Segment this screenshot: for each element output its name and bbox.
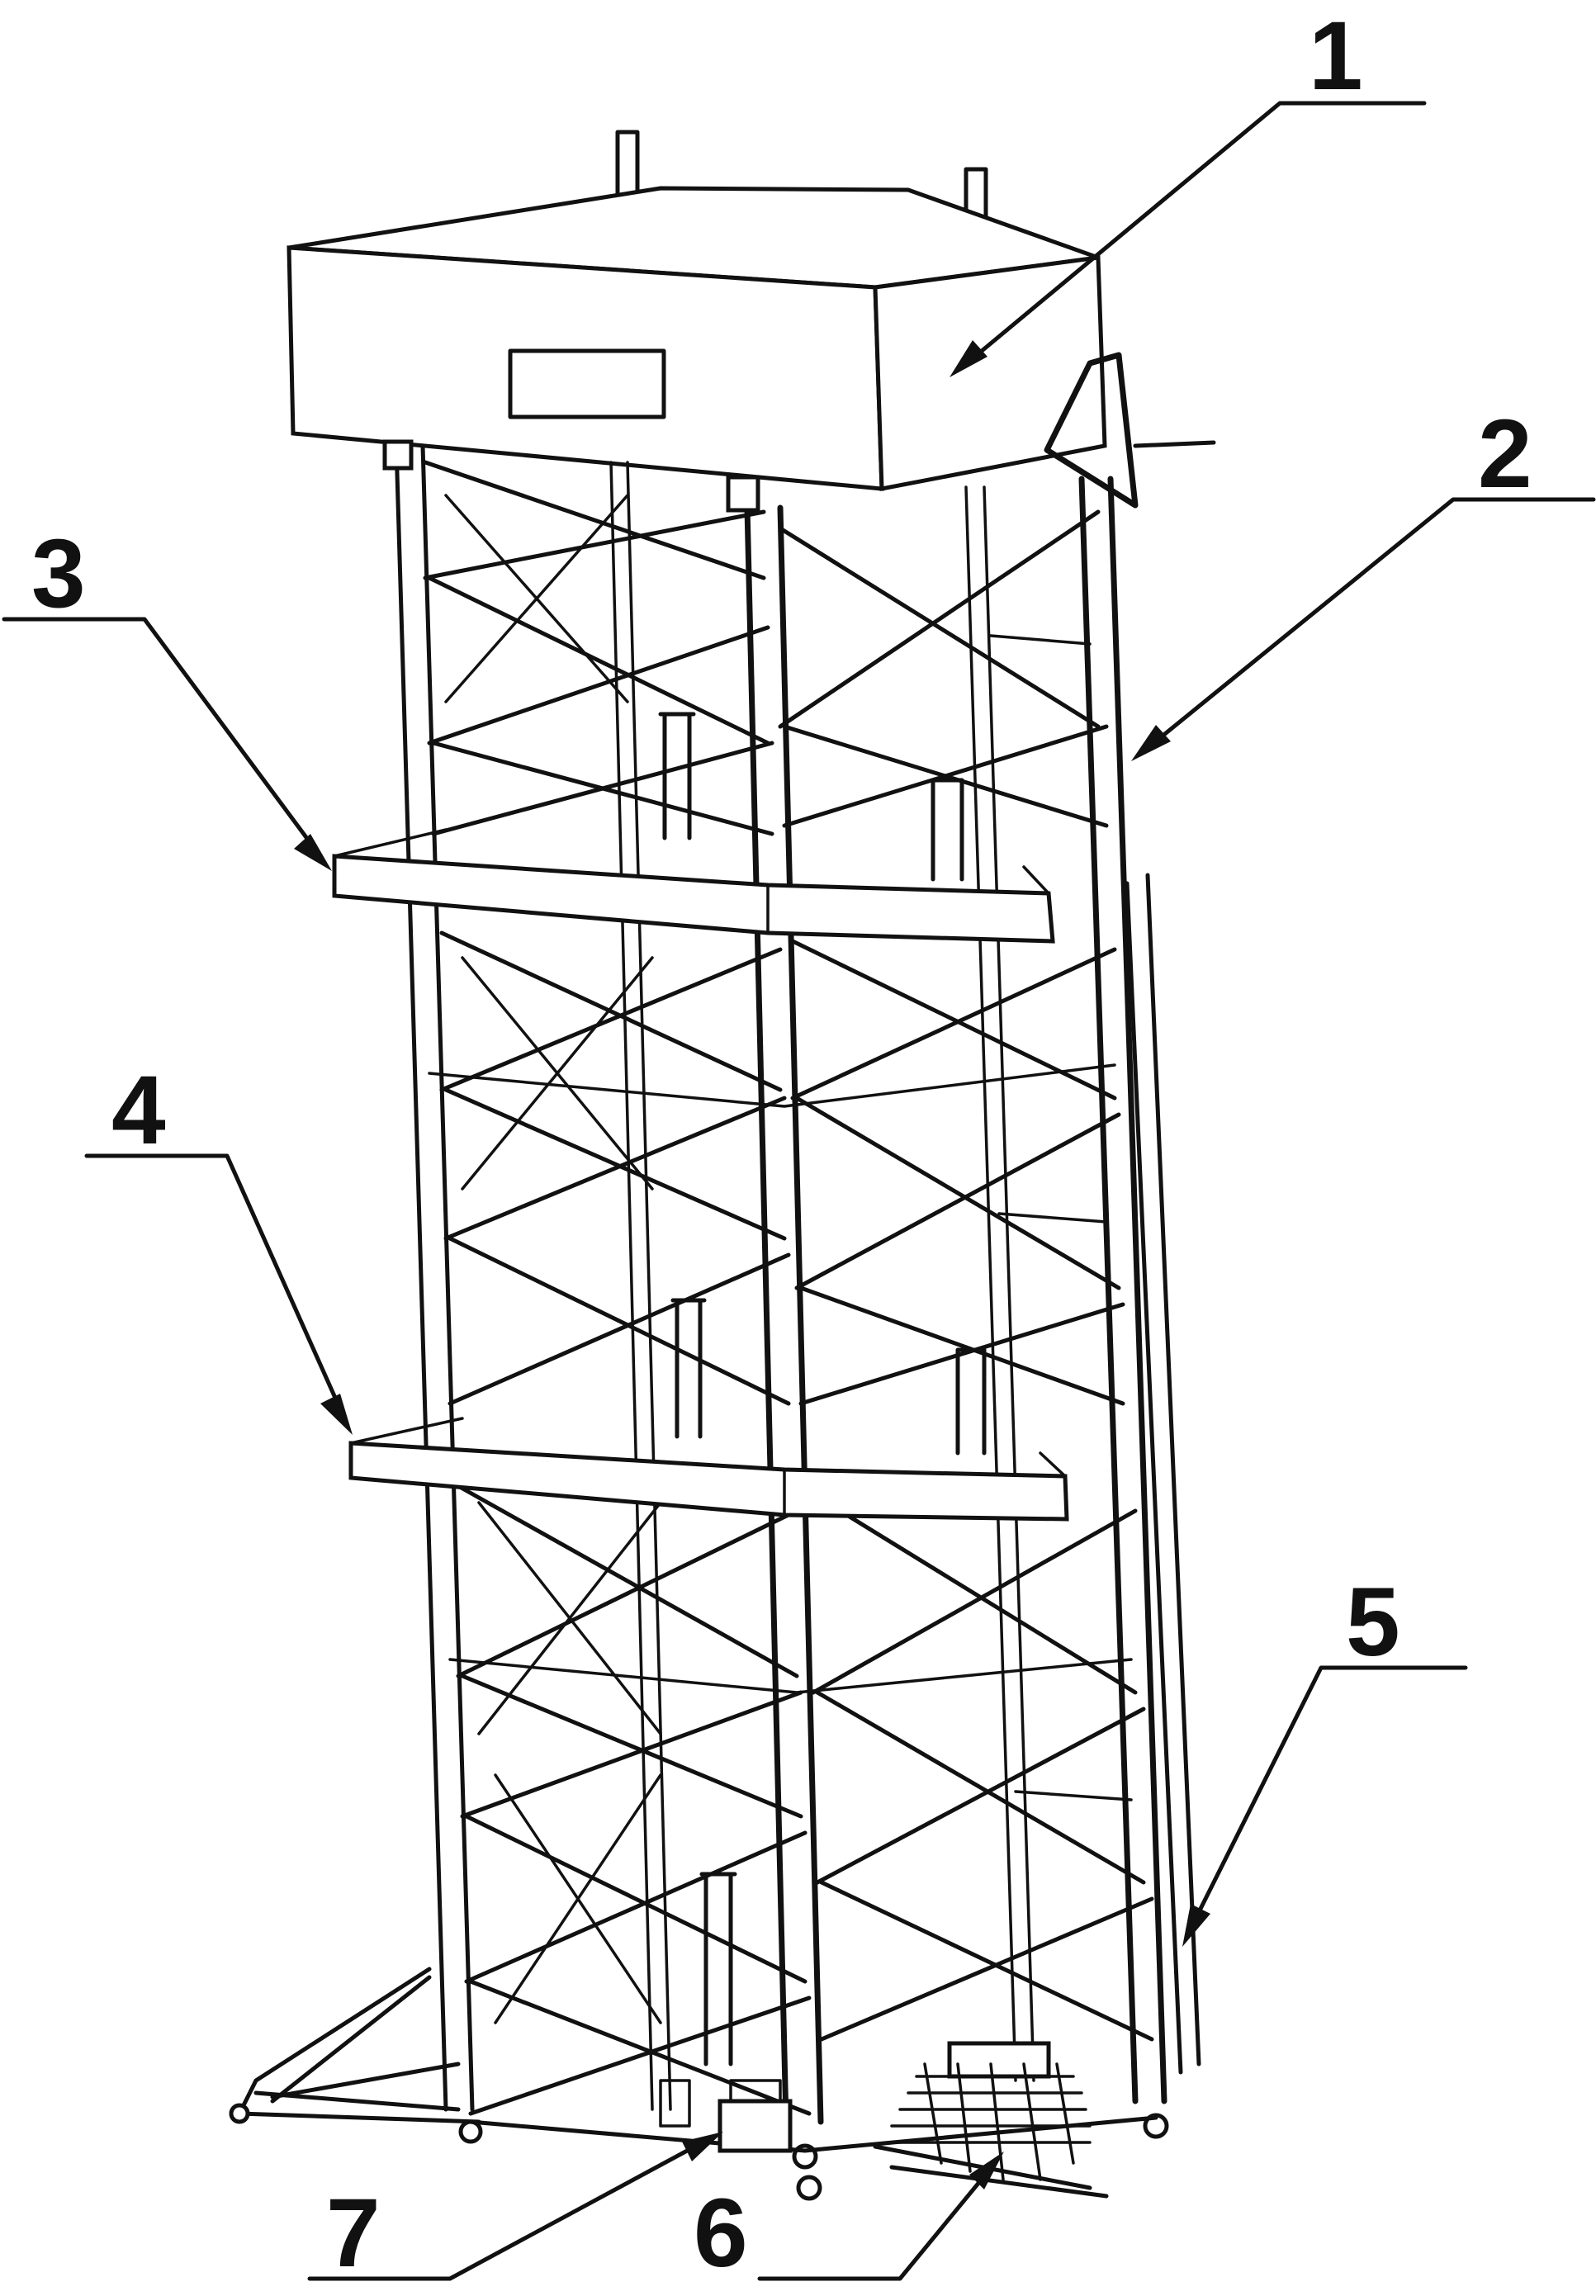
callout-7: 7 bbox=[326, 2179, 381, 2288]
back-face-bracing bbox=[444, 494, 662, 2024]
leader-3 bbox=[2, 617, 324, 861]
arrowhead-7 bbox=[682, 2132, 723, 2161]
base-block-body bbox=[717, 2099, 793, 2153]
box-window bbox=[508, 348, 666, 419]
box-front-face bbox=[287, 245, 884, 491]
platform-upper bbox=[332, 828, 1055, 944]
callout-6: 6 bbox=[694, 2179, 748, 2288]
leg-cap-center bbox=[726, 475, 760, 513]
left-face-bracing bbox=[423, 460, 812, 2116]
inner-jacks bbox=[658, 712, 987, 2066]
callout-1: 1 bbox=[1309, 2, 1363, 111]
outrigger-pin-left bbox=[229, 2103, 250, 2124]
top-bracket bbox=[1044, 352, 1139, 509]
arrowhead-2 bbox=[1131, 725, 1171, 761]
arrowhead-4 bbox=[320, 1394, 353, 1435]
platform-lower-beam bbox=[348, 1441, 1069, 1522]
arrowhead-1 bbox=[950, 340, 987, 377]
right-inner-leg bbox=[964, 485, 1035, 2082]
callout-labels: 1 2 3 4 5 6 7 bbox=[31, 2, 1532, 2288]
callout-5: 5 bbox=[1346, 1568, 1400, 1677]
leader-5 bbox=[1186, 1665, 1468, 1934]
right-leg bbox=[1078, 476, 1167, 2104]
base-wheel-right bbox=[1143, 2113, 1169, 2139]
left-outrigger bbox=[237, 1967, 481, 2124]
platform-lower-edges bbox=[349, 1417, 1067, 1517]
base-wheel-center-2 bbox=[796, 2175, 822, 2201]
top-bracket-arm bbox=[1133, 440, 1216, 448]
leg-cap-left bbox=[382, 439, 414, 471]
arrowhead-5 bbox=[1182, 1904, 1210, 1947]
right-face-bracing bbox=[778, 509, 1154, 2042]
base-block-top bbox=[729, 2079, 782, 2103]
left-leg bbox=[394, 443, 475, 2112]
base-tie bbox=[468, 2115, 1158, 2153]
arrowhead-6 bbox=[969, 2152, 1004, 2189]
arrowhead-3 bbox=[294, 834, 332, 871]
leader-6 bbox=[757, 2161, 997, 2281]
base-wheel-left bbox=[458, 2119, 483, 2144]
center-leg bbox=[744, 504, 824, 2125]
side-rail bbox=[1125, 873, 1201, 2075]
horizontal-ties bbox=[428, 634, 1133, 1801]
platform-upper-edges bbox=[333, 828, 1050, 935]
leader-4 bbox=[84, 1153, 348, 1423]
platform-lower bbox=[348, 1417, 1069, 1522]
bundle-top bbox=[947, 2041, 1051, 2079]
base-block bbox=[659, 2079, 793, 2153]
leader-7 bbox=[307, 2136, 713, 2281]
lattice-bracing bbox=[423, 460, 1154, 2116]
top-box bbox=[287, 130, 1216, 509]
leader-2 bbox=[1141, 497, 1596, 754]
leader-1 bbox=[959, 101, 1427, 370]
tower-legs bbox=[382, 439, 1201, 2125]
callout-4: 4 bbox=[111, 1056, 166, 1165]
callout-2: 2 bbox=[1478, 400, 1532, 509]
callout-3: 3 bbox=[31, 519, 86, 628]
base-outriggers bbox=[229, 1967, 1169, 2201]
bundle-lines bbox=[886, 2062, 1092, 2181]
box-right-face bbox=[873, 255, 1107, 492]
callout-leaders bbox=[2, 101, 1596, 2281]
left-inner-leg bbox=[609, 461, 672, 2111]
platform-upper-beam bbox=[332, 854, 1055, 944]
base-post bbox=[659, 2079, 691, 2128]
